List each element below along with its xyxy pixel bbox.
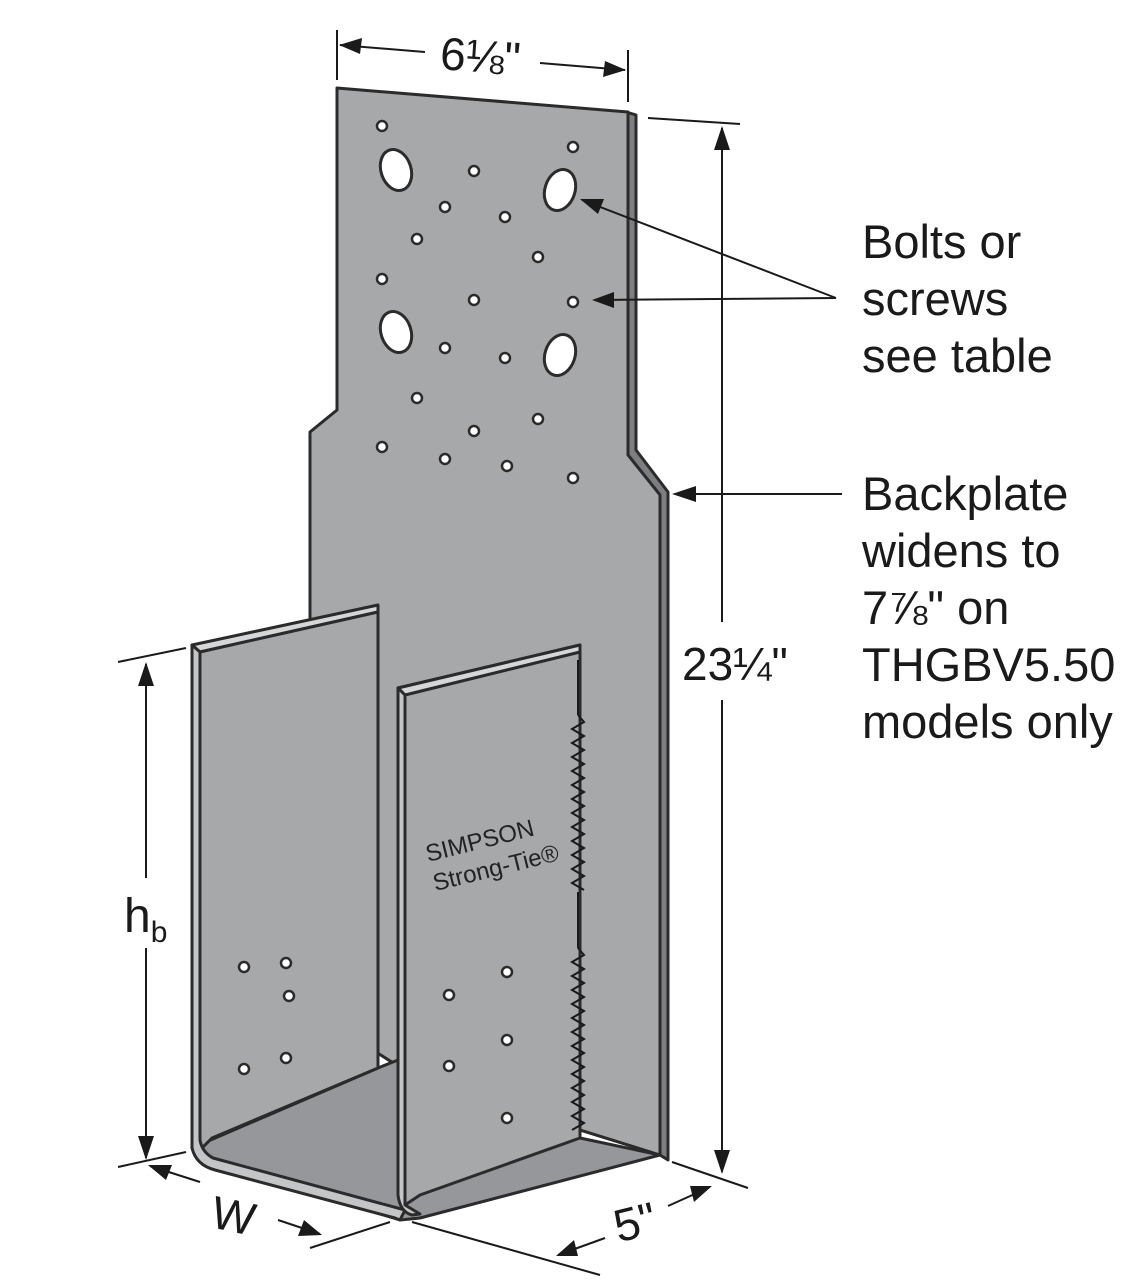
width-label: W — [207, 1186, 261, 1246]
backplate-callout: Backplate widens to 7⅞" on THGBV5.50 mod… — [672, 467, 1115, 748]
bolts-callout-line-1: Bolts or — [862, 215, 1021, 268]
backplate-callout-line-1: Backplate — [862, 467, 1068, 520]
backplate-callout-line-4: THGBV5.50 — [862, 638, 1115, 691]
backplate-callout-line-5: models only — [862, 695, 1113, 748]
nail-hole — [500, 965, 514, 979]
arrow-head — [148, 1165, 172, 1180]
dim-top-width: 6⅛" — [336, 27, 629, 102]
arrow-head — [672, 486, 696, 502]
extension-line — [411, 1221, 601, 1276]
nail-hole — [531, 250, 545, 264]
leader-line — [581, 199, 837, 299]
nail-hole — [237, 960, 251, 974]
nail-hole — [442, 1059, 456, 1073]
nail-hole — [566, 295, 580, 309]
arrow-head — [556, 1240, 578, 1256]
nail-hole — [566, 140, 580, 154]
nail-hole — [566, 471, 580, 485]
nail-hole — [498, 210, 512, 224]
nail-hole — [500, 459, 514, 473]
bolt-holes — [378, 147, 578, 378]
nail-hole — [279, 1051, 293, 1065]
leader-line — [595, 297, 837, 301]
extension-line — [647, 117, 741, 125]
nail-hole — [375, 440, 389, 454]
arrow-head — [138, 662, 154, 686]
nail-hole — [410, 391, 424, 405]
nail-hole — [467, 293, 481, 307]
nail-hole — [442, 988, 456, 1002]
nail-hole — [531, 412, 545, 426]
bolt-hole — [378, 147, 414, 193]
arrow-head — [714, 126, 730, 150]
bolts-callout-line-3: see table — [862, 329, 1053, 382]
arrow-head — [603, 61, 626, 77]
right-flange — [396, 643, 582, 1207]
arrow-head — [592, 292, 614, 308]
dim-height: 23¼" — [647, 117, 788, 1189]
extension-line — [671, 1161, 749, 1189]
nail-hole — [500, 1111, 514, 1125]
nail-hole — [282, 989, 296, 1003]
bolt-hole — [378, 309, 414, 355]
nail-hole — [500, 1033, 514, 1047]
nail-hole — [467, 164, 481, 178]
left-flange-edge — [190, 643, 407, 1222]
extension-line — [117, 647, 187, 663]
nail-hole — [279, 956, 293, 970]
nail-hole — [375, 272, 389, 286]
arrow-head — [690, 1186, 712, 1202]
right-flange-edge — [396, 686, 422, 1217]
bolt-hole — [542, 332, 578, 378]
nail-hole — [237, 1062, 251, 1076]
nail-hole — [438, 452, 452, 466]
bolts-callout-line-2: screws — [862, 272, 1008, 325]
nail-hole — [375, 119, 389, 133]
left-flange — [198, 610, 380, 1152]
weld-bead-lower — [570, 947, 586, 1131]
nail-hole — [410, 232, 424, 246]
seat-nail-holes — [237, 956, 514, 1125]
nail-hole — [498, 351, 512, 365]
top-width-label: 6⅛" — [439, 27, 523, 84]
dim-seat-height: hb — [117, 647, 187, 1168]
arrow-head — [298, 1220, 322, 1236]
seat-depth-label: 5" — [608, 1192, 661, 1253]
arrow-head — [714, 1150, 730, 1174]
arrow-head — [339, 38, 362, 54]
seat-height-label: hb — [124, 890, 167, 949]
bolt-hole — [542, 167, 578, 213]
bolts-callout: Bolts or screws see table — [580, 199, 1053, 382]
nail-hole — [438, 200, 452, 214]
arrow-head — [138, 1136, 154, 1160]
extension-line — [309, 1221, 391, 1249]
height-label: 23¼" — [682, 638, 788, 690]
arrow-head — [580, 199, 604, 214]
backplate-nail-holes — [375, 119, 580, 485]
backplate-callout-line-3: 7⅞" on — [862, 581, 1009, 634]
extension-line — [117, 1151, 187, 1168]
nail-hole — [438, 341, 452, 355]
backplate-callout-line-2: widens to — [861, 524, 1061, 577]
nail-hole — [467, 424, 481, 438]
weld-bead-upper — [570, 714, 586, 891]
